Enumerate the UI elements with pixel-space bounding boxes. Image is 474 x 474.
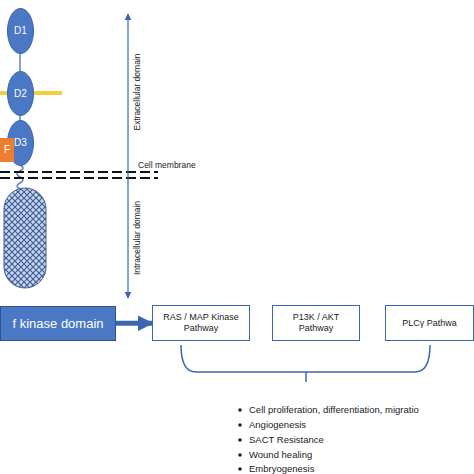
bullet-dot — [238, 408, 242, 412]
domain-label: Intracellular domain — [132, 201, 142, 275]
oval-fill — [8, 72, 34, 116]
bullet-dot — [238, 453, 242, 457]
ligand-box: F — [0, 138, 14, 162]
outcome-item: Embryogenesis — [249, 463, 314, 474]
pathway-box: PLCγ Pathwa — [385, 305, 474, 341]
membrane-line — [0, 177, 158, 179]
bracket-tick — [305, 372, 307, 382]
node-text: D1 — [14, 25, 27, 37]
membrane-line — [0, 171, 158, 173]
node-text: F — [4, 144, 10, 156]
kinase-domain-shape — [4, 188, 46, 288]
node-text: RAS / MAP Kinase Pathway — [157, 312, 245, 334]
domain-oval: D1 — [7, 8, 34, 54]
flow-arrow — [116, 321, 152, 326]
pathway-box: P13K / AKT Pathway — [272, 305, 360, 341]
outcome-item: Wound healing — [249, 449, 312, 460]
bracket — [181, 345, 430, 372]
membrane-label: Cell membrane — [138, 160, 196, 170]
bullet-dot — [238, 467, 242, 471]
node-text: D3 — [14, 137, 27, 149]
outcome-item: SACT Resistance — [249, 434, 324, 445]
outcome-item: Angiogenesis — [249, 419, 306, 430]
node-text: f kinase domain — [12, 316, 103, 332]
node-text: PLCγ Pathwa — [402, 318, 457, 329]
node-text: D2 — [14, 88, 27, 100]
outcome-item: Cell proliferation, differentiation, mig… — [249, 404, 419, 415]
domain-oval: D2 — [7, 71, 34, 116]
pathway-box: RAS / MAP Kinase Pathway — [152, 305, 250, 341]
bullet-dot — [238, 423, 242, 427]
node-text: P13K / AKT Pathway — [277, 312, 355, 334]
domain-arrow — [127, 14, 128, 298]
oval-fill — [8, 9, 34, 54]
bullet-dot — [238, 438, 242, 442]
kinase-box: f kinase domain — [0, 306, 116, 341]
domain-label: Extracellular domain — [132, 53, 142, 130]
